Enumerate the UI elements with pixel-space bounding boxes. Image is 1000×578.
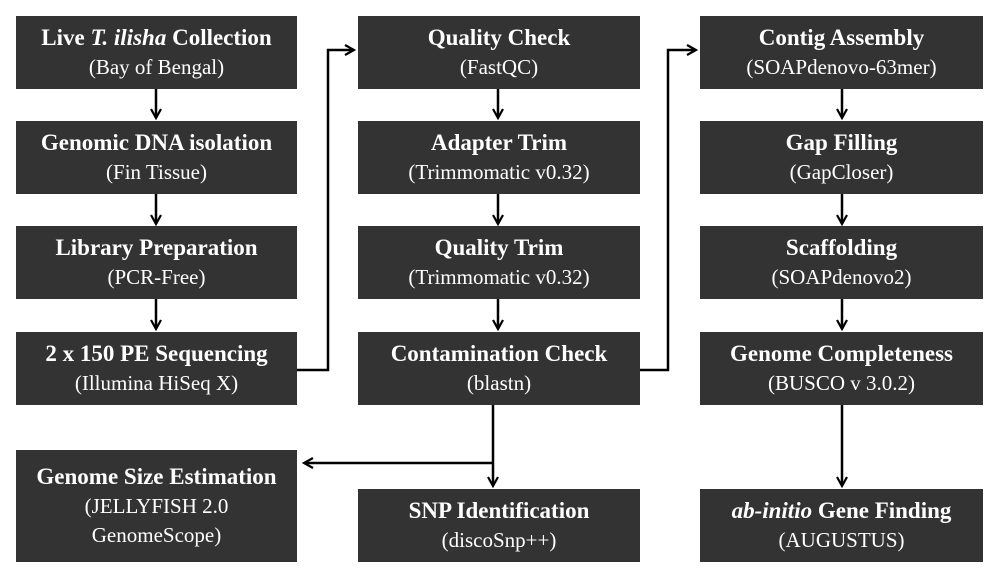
node-quality-trim: Quality Trim (Trimmomatic v0.32) [358,226,640,299]
node-title: Library Preparation [55,235,258,260]
node-scaffolding: Scaffolding (SOAPdenovo2) [700,226,983,299]
node-title: Live T. ilisha Collection [41,25,272,50]
node-title: ab-initio Gene Finding [731,498,952,523]
node-subtitle: (SOAPdenovo-63mer) [746,55,937,79]
node-subtitle: (blastn) [466,371,532,395]
node-snp-identification: SNP Identification (discoSnp++) [358,489,640,562]
node-subtitle: (AUGUSTUS) [778,528,905,552]
node-gene-finding: ab-initio Gene Finding (AUGUSTUS) [700,489,983,562]
node-library-prep: Library Preparation (PCR-Free) [16,226,297,299]
node-subtitle: (SOAPdenovo2) [771,265,912,289]
node-subtitle: (JELLYFISH 2.0 [84,494,229,518]
node-subtitle: (Fin Tissue) [106,160,207,184]
node-genome-size-estimation: Genome Size Estimation (JELLYFISH 2.0 Ge… [16,450,297,562]
node-contig-assembly: Contig Assembly (SOAPdenovo-63mer) [700,16,983,89]
node-quality-check: Quality Check (FastQC) [358,16,640,89]
node-title: Genomic DNA isolation [40,130,273,155]
node-gap-filling: Gap Filling (GapCloser) [700,121,983,194]
arrow-contamination-to-contig [640,50,696,372]
node-subtitle: (Bay of Bengal) [88,55,225,79]
node-genome-completeness: Genome Completeness (BUSCO v 3.0.2) [700,332,983,405]
node-subtitle: (discoSnp++) [441,528,557,552]
node-title: SNP Identification [408,498,590,523]
node-subtitle: (Trimmomatic v0.32) [408,160,590,184]
node-title: Scaffolding [785,235,898,260]
node-title: Contig Assembly [758,25,925,50]
node-live-collection: Live T. ilisha Collection (Bay of Bengal… [16,16,297,89]
node-title: Genome Size Estimation [36,464,277,489]
node-dna-isolation: Genomic DNA isolation (Fin Tissue) [16,121,297,194]
node-title: Quality Check [427,25,571,50]
node-subtitle: (Illumina HiSeq X) [74,371,239,395]
node-title: Quality Trim [434,235,564,260]
node-subtitle: (GapCloser) [789,160,894,184]
node-subtitle: (PCR-Free) [107,265,206,289]
node-subtitle: (FastQC) [459,55,539,79]
node-adapter-trim: Adapter Trim (Trimmomatic v0.32) [358,121,640,194]
node-subtitle: GenomeScope) [91,523,222,547]
node-title: Gap Filling [785,130,898,155]
node-title: Contamination Check [390,341,608,366]
node-subtitle: (Trimmomatic v0.32) [408,265,590,289]
node-sequencing: 2 x 150 PE Sequencing (Illumina HiSeq X) [16,332,297,405]
arrow-sequencing-to-quality-check [297,50,354,372]
node-title: 2 x 150 PE Sequencing [45,341,268,366]
node-title: Genome Completeness [730,341,953,366]
node-title: Adapter Trim [430,130,568,155]
node-subtitle: (BUSCO v 3.0.2) [767,371,915,395]
node-contamination-check: Contamination Check (blastn) [358,332,640,405]
